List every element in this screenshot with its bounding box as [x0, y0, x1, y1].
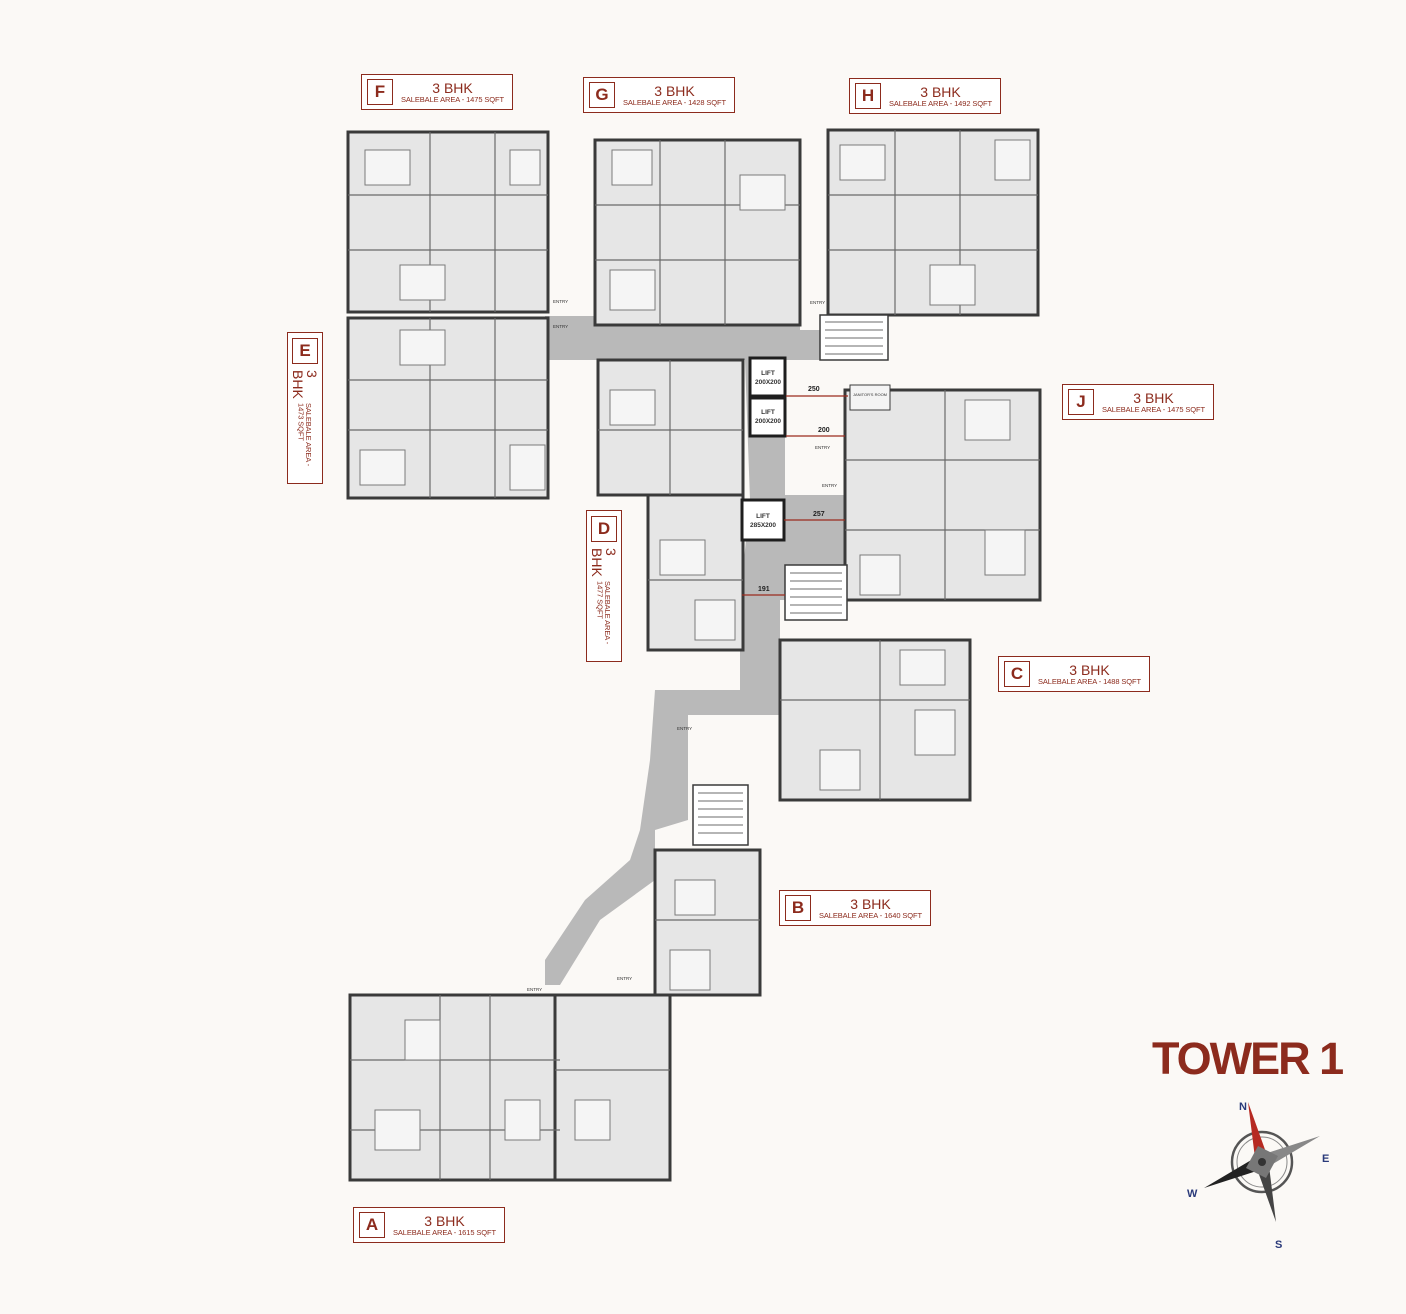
dim-250: 250 [808, 386, 820, 393]
unit-tag-e: E 3 BHK SALEBALE AREA - 1473 SQFT [287, 332, 323, 484]
unit-type: 3 BHK [589, 548, 619, 577]
unit-type: 3 BHK [424, 1212, 465, 1229]
dim-191: 191 [758, 586, 770, 593]
entry-label: ENTRY [822, 483, 837, 488]
unit-area: SALEBALE AREA - 1488 SQFT [1038, 676, 1141, 686]
unit-area: SALEBALE AREA - 1640 SQFT [819, 910, 922, 920]
unit-area: SALEBALE AREA - 1615 SQFT [393, 1227, 496, 1237]
corridor [545, 316, 850, 985]
lift-3-label: LIFT [756, 513, 770, 520]
unit-type: 3 BHK [290, 370, 320, 399]
dim-257: 257 [813, 511, 825, 518]
janitor-room [849, 384, 891, 411]
lift-2-label: LIFT [761, 409, 775, 416]
unit-a1-block [348, 993, 562, 1182]
room-partitions [348, 130, 1040, 1180]
entry-label: ENTRY [815, 445, 830, 450]
unit-area: SALEBALE AREA - 1492 SQFT [889, 98, 992, 108]
furniture-beds [359, 139, 1031, 1151]
entry-label: ENTRY [553, 324, 568, 329]
tower-title: TOWER 1 [1152, 1033, 1344, 1084]
compass-w: W [1187, 1188, 1198, 1200]
unit-letter: F [367, 79, 393, 105]
entry-label: ENTRY [553, 299, 568, 304]
unit-a2-block [553, 993, 672, 1182]
unit-type: 3 BHK [1133, 389, 1174, 406]
unit-letter: C [1004, 661, 1030, 687]
lift-1-label: LIFT [761, 370, 775, 377]
unit-area: SALEBALE AREA - 1477 SQFT [595, 580, 613, 644]
unit-letter: G [589, 82, 615, 108]
unit-letter: J [1068, 389, 1094, 415]
lift-3-size: 285X200 [750, 522, 776, 529]
entry-label: ENTRY [617, 976, 632, 981]
compass-icon [1204, 1102, 1320, 1222]
stair-treads [698, 321, 883, 834]
compass-s: S [1275, 1239, 1282, 1251]
lift-2-size: 200X200 [755, 418, 781, 425]
lift-1 [748, 356, 787, 398]
unit-letter: H [855, 83, 881, 109]
lift-2 [748, 396, 787, 438]
janitor-label: JANITOR'S ROOM [853, 392, 887, 397]
lift-1-size: 200X200 [755, 379, 781, 386]
unit-type: 3 BHK [1069, 661, 1110, 678]
unit-type: 3 BHK [850, 895, 891, 912]
compass-n: N [1239, 1101, 1247, 1113]
unit-letter: A [359, 1212, 385, 1238]
stair-middle [784, 564, 848, 621]
stair-north [819, 314, 889, 361]
staircases [692, 314, 889, 846]
unit-area: SALEBALE AREA - 1475 SQFT [401, 94, 504, 104]
unit-area: SALEBALE AREA - 1473 SQFT [296, 402, 314, 466]
compass-e: E [1322, 1153, 1329, 1165]
unit-area: SALEBALE AREA - 1475 SQFT [1102, 404, 1205, 414]
unit-type: 3 BHK [432, 79, 473, 96]
unit-area: SALEBALE AREA - 1428 SQFT [623, 97, 726, 107]
lifts [740, 356, 787, 542]
unit-type: 3 BHK [920, 83, 961, 100]
unit-type: 3 BHK [654, 82, 695, 99]
entry-label: ENTRY [677, 726, 692, 731]
unit-tag-d: D 3 BHK SALEBALE AREA - 1477 SQFT [586, 510, 622, 662]
unit-letter: D [591, 516, 617, 542]
lift-3 [740, 498, 786, 542]
dim-200: 200 [818, 427, 830, 434]
dimension-lines [742, 395, 848, 596]
stair-south [692, 784, 749, 846]
entry-label: ENTRY [810, 300, 825, 305]
entry-label: ENTRY [527, 987, 542, 992]
unit-letter: B [785, 895, 811, 921]
unit-letter: E [292, 338, 318, 364]
